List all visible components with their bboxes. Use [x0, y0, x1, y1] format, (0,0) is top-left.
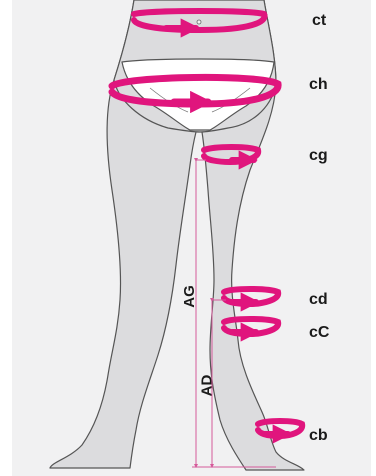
label-cc: cC [309, 325, 329, 341]
label-ag: AG [181, 285, 198, 308]
label-ct: ct [312, 13, 326, 29]
label-cg: cg [309, 148, 328, 164]
label-ad: AD [198, 375, 215, 397]
label-ch: ch [309, 77, 328, 93]
body-silhouette [50, 0, 304, 470]
navel [197, 20, 201, 24]
label-cd: cd [309, 292, 328, 308]
label-cb: cb [309, 428, 328, 444]
